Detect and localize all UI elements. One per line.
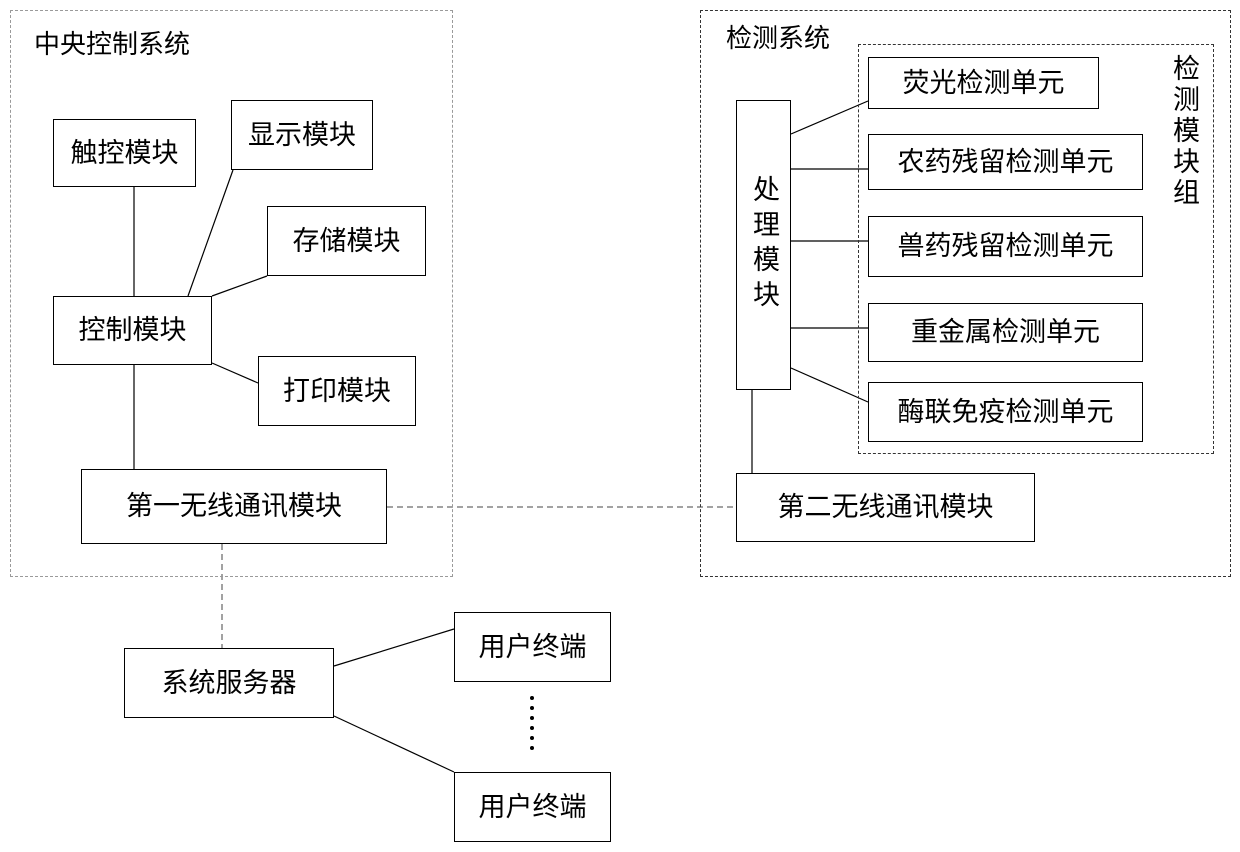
- module-group-label: 检测模块组: [1170, 54, 1197, 209]
- user-terminal-box-1: 用户终端: [454, 612, 611, 682]
- detection-unit-fluorescence: 荧光检测单元: [868, 57, 1099, 109]
- system-server-box: 系统服务器: [124, 648, 334, 718]
- detection-unit-veterinary-drug: 兽药残留检测单元: [868, 216, 1143, 277]
- central-system-title: 中央控制系统: [34, 32, 190, 58]
- storage-module-box: 存储模块: [267, 206, 426, 276]
- detection-unit-pesticide: 农药残留检测单元: [868, 134, 1143, 190]
- detection-unit-heavy-metal: 重金属检测单元: [868, 303, 1143, 362]
- detection-unit-elisa: 酶联免疫检测单元: [868, 382, 1143, 442]
- ellipsis-dots-icon: [526, 694, 538, 752]
- display-module-box: 显示模块: [231, 100, 373, 170]
- processing-module-box: 处理模块: [736, 100, 791, 390]
- line-server-terminal1: [334, 629, 454, 666]
- control-module-box: 控制模块: [53, 296, 212, 365]
- terminal-ellipsis: [526, 694, 538, 752]
- touch-module-box: 触控模块: [53, 119, 196, 187]
- processing-module-label: 处理模块: [750, 175, 777, 315]
- print-module-box: 打印模块: [258, 356, 416, 426]
- user-terminal-box-2: 用户终端: [454, 772, 611, 842]
- wireless-module-1-box: 第一无线通讯模块: [81, 469, 387, 544]
- detection-system-title: 检测系统: [726, 26, 830, 52]
- line-server-terminal2: [334, 716, 454, 772]
- wireless-module-2-box: 第二无线通讯模块: [736, 473, 1035, 542]
